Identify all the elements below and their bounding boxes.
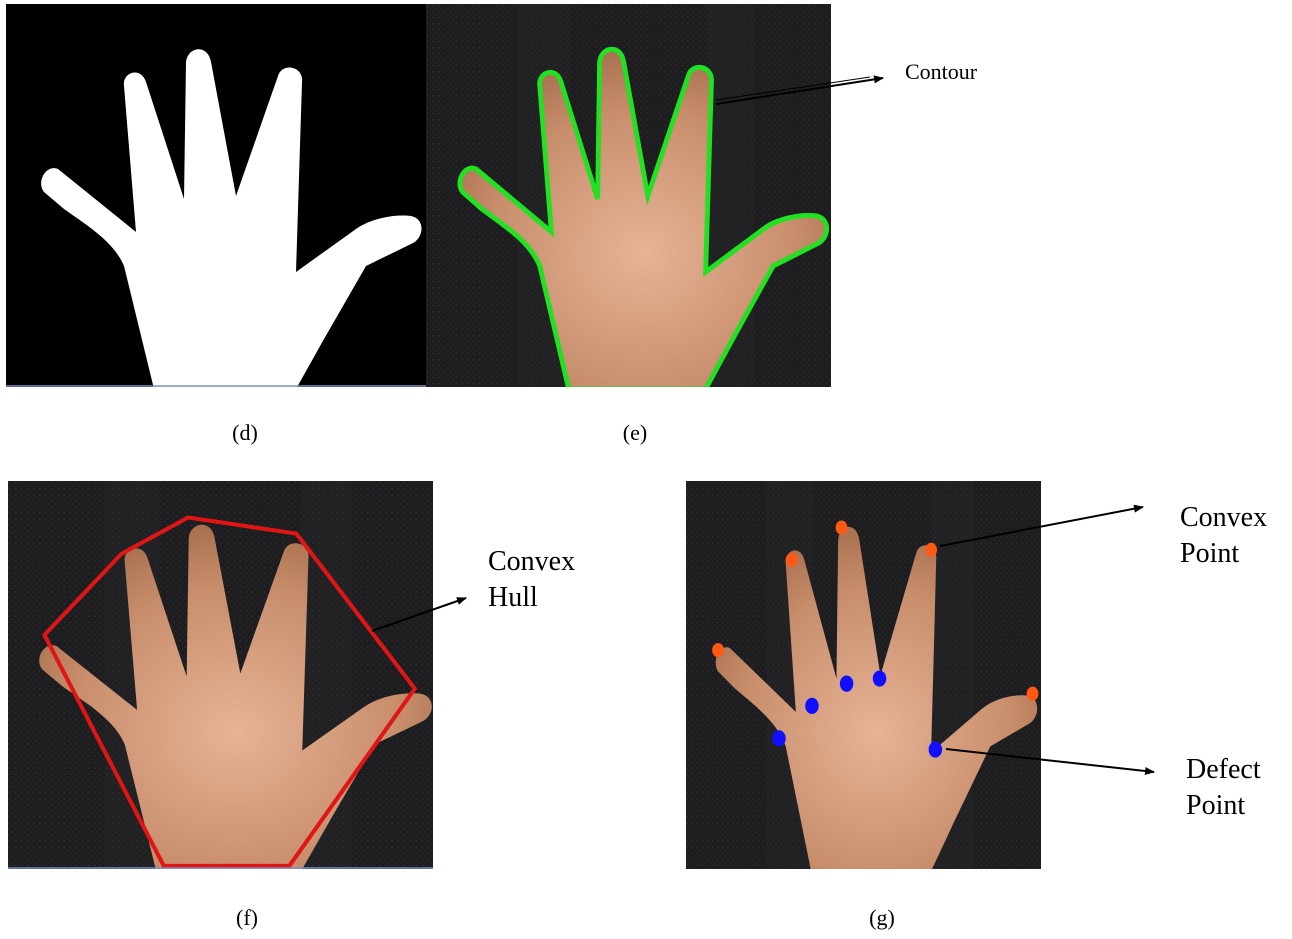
convex-hull-arrow xyxy=(372,598,466,631)
defect-point-arrow xyxy=(946,749,1154,772)
convex-point-arrow xyxy=(940,507,1143,546)
contour-arrow xyxy=(716,78,883,104)
